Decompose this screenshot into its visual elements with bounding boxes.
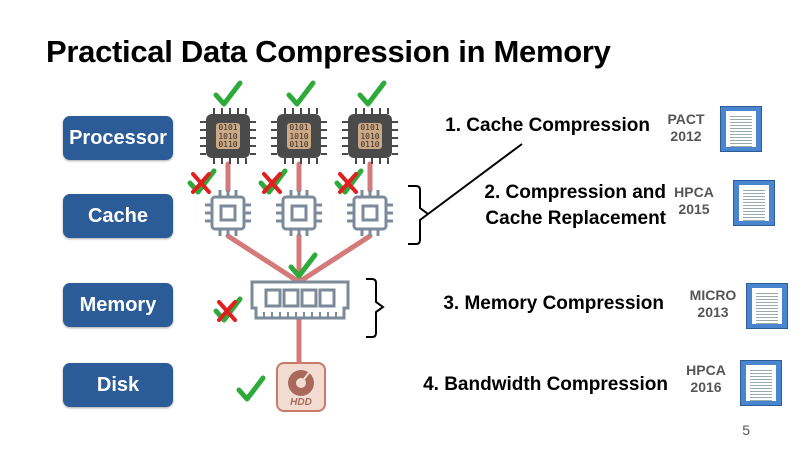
venue-year: 2015 bbox=[678, 201, 710, 217]
memory-button[interactable]: Memory bbox=[63, 283, 173, 327]
memory-bracket bbox=[366, 278, 385, 338]
processor-chip-1: 0101 1010 0110 bbox=[200, 108, 256, 164]
bits-row: 1010 bbox=[360, 131, 380, 141]
bits-row: 0110 bbox=[360, 140, 380, 149]
cache-chip-3 bbox=[347, 190, 393, 236]
page-number: 5 bbox=[742, 422, 750, 438]
venue-label-hpca-2015: HPCA 2015 bbox=[672, 184, 716, 218]
chip-pins bbox=[200, 108, 256, 164]
hdd-icon: HDD bbox=[276, 362, 326, 412]
paper-thumbnail-micro[interactable] bbox=[746, 283, 788, 329]
chip-body: 0101 1010 0110 bbox=[277, 114, 321, 158]
disk-platter-icon bbox=[288, 369, 314, 396]
chip-core: 0101 1010 0110 bbox=[287, 123, 311, 149]
bits-row: 0110 bbox=[218, 140, 238, 149]
cache-button[interactable]: Cache bbox=[63, 194, 173, 238]
bits-row: 0101 bbox=[218, 123, 238, 132]
step-memory-compression: 3. Memory Compression bbox=[443, 293, 664, 314]
bits-row: 0101 bbox=[360, 123, 380, 132]
bits-row: 1010 bbox=[289, 131, 309, 141]
venue-name: PACT bbox=[667, 111, 705, 127]
step-cache-compression: 1. Cache Compression bbox=[445, 115, 650, 136]
check-icon bbox=[286, 80, 316, 107]
check-icon bbox=[288, 252, 318, 279]
paper-page bbox=[752, 288, 782, 324]
venue-year: 2016 bbox=[690, 379, 722, 395]
chip-core: 0101 1010 0110 bbox=[216, 123, 240, 149]
processor-button[interactable]: Processor bbox=[63, 116, 173, 160]
chip-core: 0101 1010 0110 bbox=[358, 123, 382, 149]
step-2-line-1: 2. Compression and bbox=[484, 182, 666, 203]
cache-bracket bbox=[408, 185, 430, 245]
hdd-label: HDD bbox=[290, 397, 312, 408]
check-icon bbox=[236, 375, 266, 402]
venue-label-hpca-2016: HPCA 2016 bbox=[684, 362, 728, 396]
venue-year: 2012 bbox=[670, 128, 702, 144]
chip-body: 0101 1010 0110 bbox=[348, 114, 392, 158]
step-bandwidth-compression: 4. Bandwidth Compression bbox=[423, 374, 668, 395]
venue-label-micro: MICRO 2013 bbox=[688, 287, 738, 321]
cache-chip-2 bbox=[276, 190, 322, 236]
page-title: Practical Data Compression in Memory bbox=[46, 34, 611, 69]
paper-page bbox=[726, 111, 756, 147]
bits-row: 0110 bbox=[289, 140, 309, 149]
venue-year: 2013 bbox=[697, 304, 729, 320]
connector-cache1-memory bbox=[225, 233, 299, 283]
disk-button[interactable]: Disk bbox=[63, 363, 173, 407]
venue-label-pact: PACT 2012 bbox=[664, 111, 708, 145]
check-icon bbox=[213, 80, 243, 107]
venue-name: MICRO bbox=[689, 287, 737, 303]
bits-row: 0101 bbox=[289, 123, 309, 132]
paper-thumbnail-hpca-2015[interactable] bbox=[733, 180, 775, 226]
memory-module-icon bbox=[250, 280, 350, 320]
check-cross-icon bbox=[187, 168, 217, 195]
paper-thumbnail-pact[interactable] bbox=[720, 106, 762, 152]
cache-chip-1 bbox=[205, 190, 251, 236]
step-2-line-2: Cache Replacement bbox=[485, 208, 666, 229]
venue-name: HPCA bbox=[686, 362, 726, 378]
chip-pins bbox=[271, 108, 327, 164]
bits-row: 1010 bbox=[218, 131, 238, 141]
check-cross-icon bbox=[258, 168, 288, 195]
cache-pointer-line bbox=[427, 143, 523, 215]
paper-thumbnail-hpca-2016[interactable] bbox=[740, 360, 782, 406]
check-cross-icon bbox=[334, 168, 364, 195]
processor-chip-3: 0101 1010 0110 bbox=[342, 108, 398, 164]
chip-body: 0101 1010 0110 bbox=[206, 114, 250, 158]
paper-page bbox=[746, 365, 776, 401]
paper-page bbox=[739, 185, 769, 221]
check-cross-icon bbox=[213, 296, 243, 323]
venue-name: HPCA bbox=[674, 184, 714, 200]
processor-chip-2: 0101 1010 0110 bbox=[271, 108, 327, 164]
check-icon bbox=[357, 80, 387, 107]
chip-pins bbox=[342, 108, 398, 164]
step-compression-cache-replacement: 2. Compression and Cache Replacement bbox=[440, 180, 666, 232]
connector-cache3-memory bbox=[299, 233, 373, 283]
